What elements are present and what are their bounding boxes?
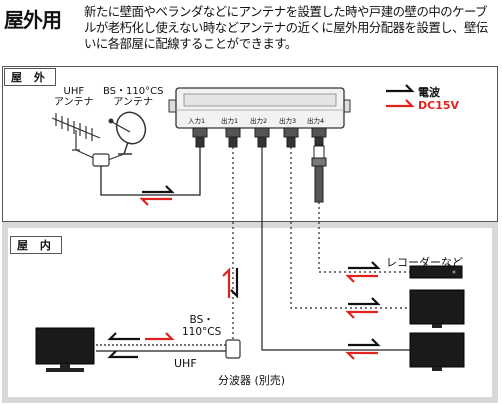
uhf-antenna-icon — [51, 113, 101, 151]
port-label-output2: 出力2 — [250, 117, 268, 125]
legend-wave-label: 電波 — [418, 86, 440, 99]
splitter-icon — [225, 339, 241, 359]
indoor-section-frame — [2, 222, 498, 403]
port-label-output3: 出力3 — [279, 117, 297, 125]
recorder-label: レコーダーなど — [386, 256, 463, 269]
antenna-mixer-icon — [75, 149, 125, 167]
right-device-arrows — [345, 261, 381, 360]
antenna-input-cable — [100, 146, 201, 196]
port-label-output1: 出力1 — [221, 117, 239, 125]
legend-dc-label: DC15V — [418, 99, 460, 112]
tv-right-bottom-icon — [409, 332, 465, 371]
description-text: 新たに壁面やベランダなどにアンテナを設置した時や戸建の壁の中のケーブルが老朽化し… — [84, 4, 488, 51]
tv-right-top-icon — [409, 289, 465, 328]
distributor-icon — [168, 87, 351, 129]
output-cables — [96, 147, 410, 352]
input-cable-arrows — [139, 185, 175, 206]
legend-arrows — [386, 84, 415, 108]
port-label-input1: 入力1 — [188, 117, 206, 125]
left-tv-arrows — [107, 332, 175, 359]
recorder-icon — [409, 265, 463, 279]
terminator-icon — [311, 145, 327, 203]
indoor-section-label: 屋 内 — [10, 236, 62, 254]
uhf-label: UHF — [174, 357, 197, 370]
splitter-label: 分波器 (別売) — [218, 374, 286, 387]
outdoor-section-frame — [2, 66, 498, 222]
outdoor-section-label: 屋 外 — [4, 68, 56, 86]
page-title: 屋外用 — [4, 8, 62, 32]
vertical-cable-arrows — [222, 267, 239, 299]
port-label-output4: 出力4 — [307, 117, 325, 125]
bs-cs-label: BS・110°CS — [182, 314, 222, 338]
tv-left-icon — [35, 327, 95, 372]
distributor-ports — [192, 127, 327, 148]
bs-cs-antenna-icon — [108, 111, 147, 155]
